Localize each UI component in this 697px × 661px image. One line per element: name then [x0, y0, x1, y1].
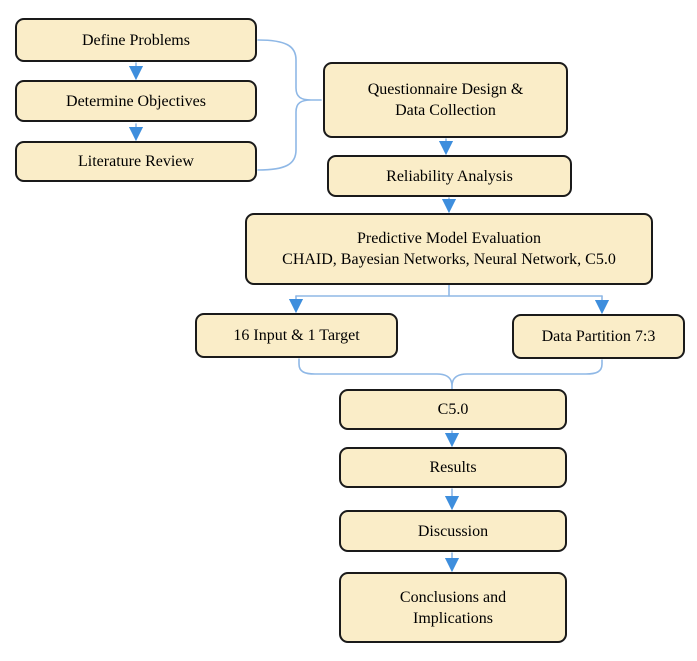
node-results: Results	[339, 447, 567, 488]
node-label: Discussion	[417, 522, 489, 540]
node-label-line2: CHAID, Bayesian Networks, Neural Network…	[282, 251, 616, 268]
node-label-line2: Data Collection	[395, 102, 496, 119]
brace-merge-to-c50	[298, 358, 603, 390]
node-label: Determine Objectives	[66, 92, 206, 110]
node-data-partition: Data Partition 7:3	[512, 314, 685, 359]
node-label-line1: Predictive Model Evaluation	[357, 230, 541, 247]
node-label: 16 Input & 1 Target	[233, 327, 360, 344]
node-label: Literature Review	[78, 153, 194, 170]
node-label: Reliability Analysis	[386, 167, 513, 185]
node-label-line2: Implications	[413, 609, 493, 627]
node-label: Results	[429, 459, 477, 476]
node-label: C5.0	[437, 401, 469, 418]
node-questionnaire-design-data-collection: Questionnaire Design & Data Collection	[323, 62, 568, 138]
node-label-line1: Questionnaire Design &	[367, 81, 524, 98]
node-label: Data Partition 7:3	[541, 328, 656, 345]
brace-left-to-questionnaire	[257, 39, 322, 171]
node-discussion: Discussion	[339, 510, 567, 552]
node-label-line1: Conclusions and	[399, 588, 507, 606]
node-label: Define Problems	[82, 31, 190, 49]
node-determine-objectives: Determine Objectives	[15, 80, 257, 122]
node-predictive-model-evaluation: Predictive Model Evaluation CHAID, Bayes…	[245, 213, 653, 285]
node-conclusions-implications: Conclusions and Implications	[339, 572, 567, 643]
node-16-input-1-target: 16 Input & 1 Target	[195, 313, 398, 358]
node-literature-review: Literature Review	[15, 141, 257, 182]
node-define-problems: Define Problems	[15, 18, 257, 62]
node-c50: C5.0	[339, 389, 567, 430]
node-reliability-analysis: Reliability Analysis	[327, 155, 572, 197]
